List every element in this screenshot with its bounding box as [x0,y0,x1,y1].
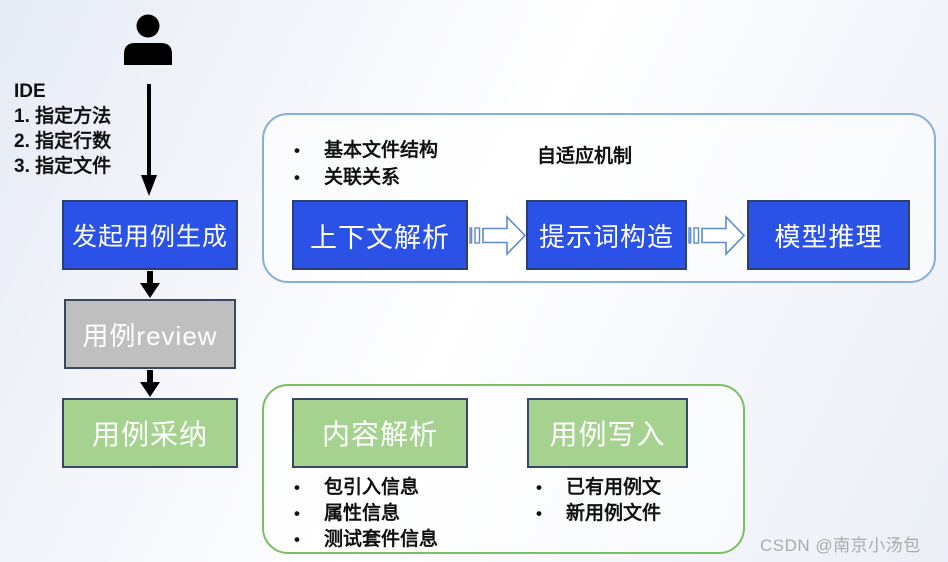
ide-options: IDE 1. 指定方法 2. 指定行数 3. 指定文件 [14,79,154,179]
bullet-item: 已有用例文 [536,475,661,501]
striped-right-arrow-icon [469,213,527,258]
context-bullet-list: 基本文件结构 关联关系 [294,137,438,191]
bullet-item: 关联关系 [294,164,438,191]
node-label: 用例review [82,320,218,351]
node-label: 用例写入 [549,419,666,450]
bullet-item: 属性信息 [294,501,438,527]
node-label: 用例采纳 [91,419,208,450]
bullet-item: 包引入信息 [294,475,438,501]
ide-item: 3. 指定文件 [14,156,112,177]
node-model-inference: 模型推理 [747,200,910,270]
node-context-parsing: 上下文解析 [292,200,468,270]
node-prompt-construction: 提示词构造 [526,200,687,270]
ide-item: 1. 指定方法 [14,106,112,127]
down-arrow-icon [139,370,161,397]
node-content-parsing: 内容解析 [292,398,468,468]
node-case-adoption: 用例采纳 [62,398,238,468]
node-label: 内容解析 [321,419,438,450]
node-start-generation: 发起用例生成 [62,200,238,270]
node-case-writing: 用例写入 [527,398,688,468]
down-arrow-icon [139,271,161,298]
bullet-item: 新用例文件 [536,501,661,527]
node-case-review: 用例review [64,299,236,369]
node-label: 模型推理 [774,221,883,252]
adaptive-mechanism-caption: 自适应机制 [537,146,633,167]
ide-title: IDE [14,81,46,102]
ide-item: 2. 指定行数 [14,131,112,152]
person-icon [121,13,175,65]
striped-right-arrow-icon [688,213,746,258]
content-parsing-bullet-list: 包引入信息 属性信息 测试套件信息 [294,475,438,553]
down-arrow-icon [140,84,158,196]
node-label: 发起用例生成 [71,223,228,251]
case-writing-bullet-list: 已有用例文 新用例文件 [536,475,661,527]
node-label: 上下文解析 [310,222,450,253]
csdn-watermark: CSDN @南京小汤包 [760,536,921,555]
bullet-item: 基本文件结构 [294,137,438,164]
bullet-item: 测试套件信息 [294,527,438,553]
node-label: 提示词构造 [538,221,674,252]
